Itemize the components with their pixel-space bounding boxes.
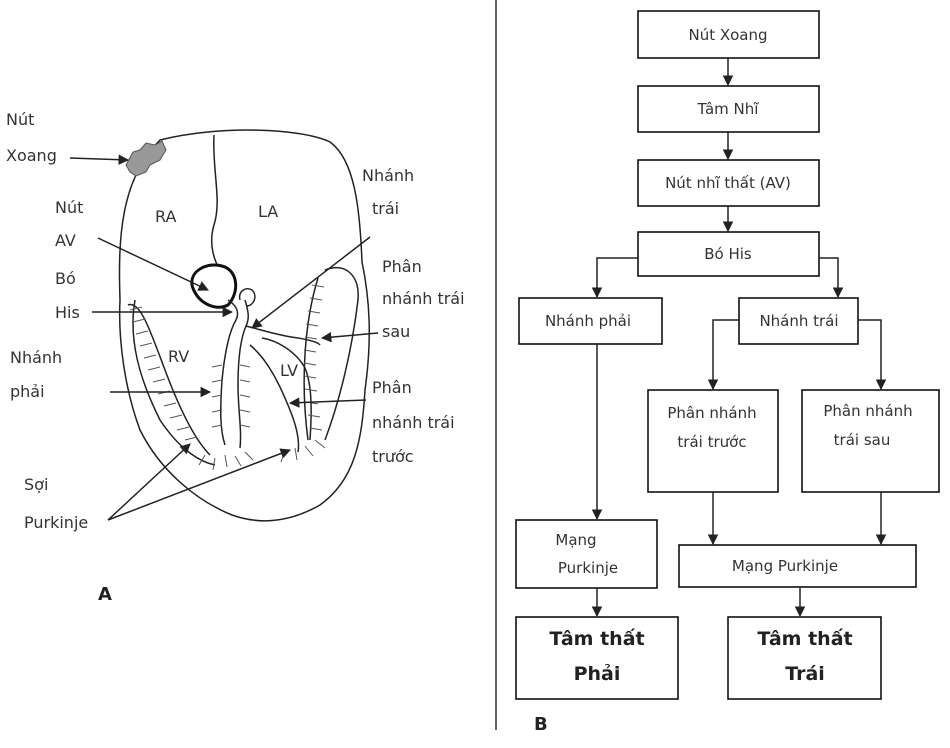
- text-left-anterior-1: Phân nhánh: [667, 404, 756, 422]
- callout-sa-node-1: Nút: [6, 110, 34, 129]
- callout-av-node-1: Nút: [55, 198, 83, 217]
- his-bundle: [220, 299, 239, 446]
- callout-right-branch-1: Nhánh: [10, 348, 62, 367]
- callout-left-anterior-2: nhánh trái: [372, 413, 455, 432]
- callout-right-branch-2: phải: [10, 382, 45, 401]
- callouts: Nút Xoang Nút AV Bó His Nhánh phải Sợi P…: [6, 110, 465, 605]
- panel-a-label: A: [98, 584, 112, 605]
- purkinje-fibers: [129, 284, 326, 471]
- text-sa-node: Nút Xoang: [688, 26, 767, 44]
- box-atria: [637, 85, 820, 133]
- callout-left-anterior-3: trước: [372, 447, 414, 466]
- panel-b-label: B: [534, 714, 548, 735]
- box-right-branch: [518, 297, 663, 345]
- text-right-ventricle-1: Tâm thất: [549, 627, 644, 650]
- text-left-purkinje: Mạng Purkinje: [732, 557, 838, 575]
- box-left-purkinje: [678, 544, 917, 588]
- box-left-anterior: [647, 389, 779, 493]
- box-right-ventricle: [515, 616, 679, 700]
- text-left-ventricle-1: Tâm thất: [757, 627, 852, 650]
- callout-purkinje-2: Purkinje: [24, 513, 88, 532]
- label-ra: RA: [155, 207, 176, 226]
- lv-wall: [324, 266, 359, 441]
- callout-sa-node-2: Xoang: [6, 146, 57, 165]
- callout-left-branch-2: trái: [372, 199, 399, 218]
- callout-av-node-2: AV: [55, 231, 76, 250]
- text-left-posterior-1: Phân nhánh: [823, 402, 912, 420]
- flow-arrows: [591, 58, 887, 618]
- flowchart: Nút Xoang Tâm Nhĩ Nút nhĩ thất (AV) Bó H…: [515, 10, 940, 735]
- text-his-bundle: Bó His: [704, 245, 752, 263]
- label-la: LA: [258, 202, 278, 221]
- text-left-posterior-2: trái sau: [834, 431, 891, 449]
- label-lv: LV: [280, 361, 298, 380]
- callout-left-posterior-2: nhánh trái: [382, 289, 465, 308]
- callout-left-posterior-1: Phân: [382, 257, 422, 276]
- box-sa-node: [637, 10, 820, 59]
- box-av-node: [637, 159, 820, 207]
- label-rv: RV: [168, 347, 189, 366]
- callout-purkinje-1: Sợi: [24, 475, 48, 494]
- text-right-purkinje-1: Mạng: [555, 531, 596, 549]
- callout-left-branch-1: Nhánh: [362, 166, 414, 185]
- box-right-purkinje: [515, 519, 658, 589]
- text-left-ventricle-2: Trái: [785, 663, 825, 685]
- text-right-ventricle-2: Phải: [574, 663, 621, 685]
- callout-arrows: [69, 154, 379, 521]
- callout-his-2: His: [55, 303, 80, 322]
- heart-illustration: RA LA RV LV: [118, 129, 371, 522]
- av-node: [190, 263, 238, 309]
- atrial-septum: [210, 134, 221, 271]
- callout-left-posterior-3: sau: [382, 322, 410, 341]
- text-atria: Tâm Nhĩ: [697, 100, 760, 118]
- callout-his-1: Bó: [55, 269, 76, 288]
- text-left-anterior-2: trái trước: [677, 433, 746, 451]
- text-right-purkinje-2: Purkinje: [558, 559, 618, 577]
- left-branch-path: [245, 325, 321, 346]
- sa-node-blob: [125, 140, 167, 177]
- heart-outline: [118, 129, 371, 522]
- box-left-branch: [738, 297, 859, 345]
- text-av-node: Nút nhĩ thất (AV): [665, 174, 791, 192]
- box-left-posterior: [801, 389, 940, 493]
- text-right-branch: Nhánh phải: [545, 312, 631, 330]
- text-left-branch: Nhánh trái: [759, 312, 838, 330]
- callout-left-anterior-1: Phân: [372, 378, 412, 397]
